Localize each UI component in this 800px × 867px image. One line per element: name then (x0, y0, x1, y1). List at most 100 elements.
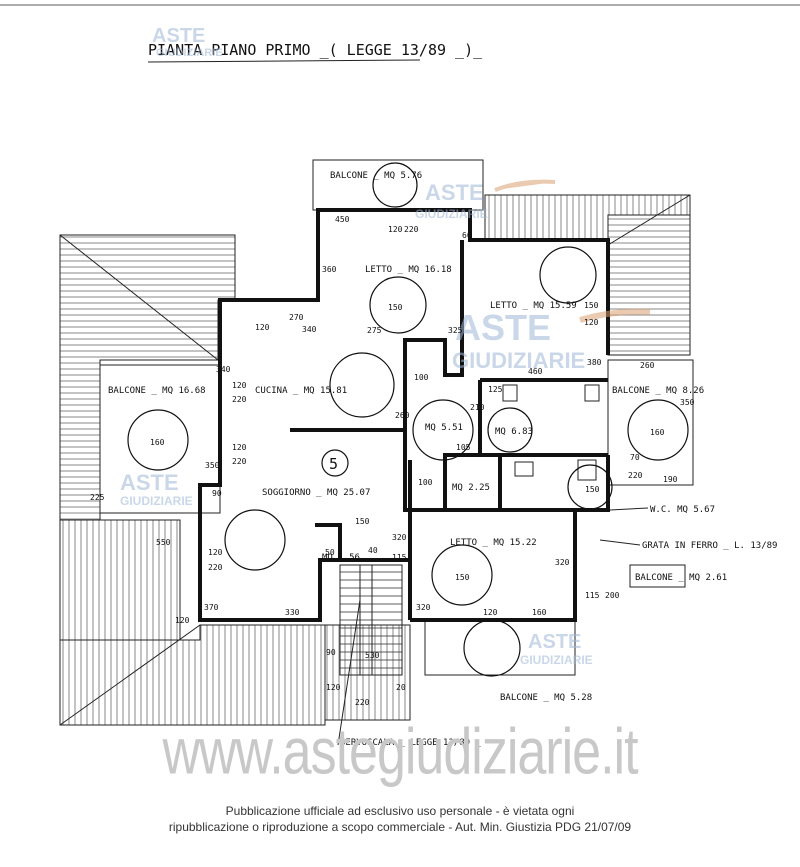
bath-fixture (584, 384, 600, 402)
svg-text:380: 380 (587, 358, 602, 367)
svg-text:GIUDIZIARIE: GIUDIZIARIE (520, 653, 593, 667)
svg-text:90: 90 (326, 648, 336, 657)
svg-text:120: 120 (388, 225, 403, 234)
svg-text:225: 225 (90, 493, 105, 502)
svg-text:340: 340 (216, 365, 231, 374)
room-label-wc: W.C. MQ 5.67 (650, 505, 715, 515)
watermark-logo: ASTE GIUDIZIARIE ASTE GIUDIZIARIE ASTE G… (120, 25, 651, 667)
svg-text:360: 360 (322, 265, 337, 274)
room-label-balcone-bottom: BALCONE _ MQ 5.28 (500, 693, 592, 703)
svg-text:275: 275 (367, 326, 382, 335)
svg-text:260: 260 (640, 361, 655, 370)
svg-text:120: 120 (255, 323, 270, 332)
svg-text:90: 90 (212, 489, 222, 498)
room-label-balcone-right: BALCONE _ MQ 8.26 (612, 386, 704, 396)
svg-text:210: 210 (470, 403, 485, 412)
unit-number-circle (321, 449, 349, 477)
svg-text:120: 120 (232, 443, 247, 452)
svg-text:160: 160 (532, 608, 547, 617)
svg-text:ASTE: ASTE (120, 470, 179, 495)
svg-text:450: 450 (335, 215, 350, 224)
toilet-fixture (502, 384, 518, 402)
svg-text:GIUDIZIARIE: GIUDIZIARIE (156, 47, 223, 59)
turning-circles (127, 162, 689, 677)
dimension-labels: 450 120 220 60 360 275 325 270 120 340 1… (90, 215, 695, 707)
svg-text:320: 320 (555, 558, 570, 567)
svg-text:350: 350 (205, 461, 220, 470)
svg-text:550: 550 (156, 538, 171, 547)
svg-text:ASTE: ASTE (455, 307, 551, 348)
svg-text:260: 260 (395, 411, 410, 420)
svg-text:ASTE: ASTE (152, 25, 205, 47)
circle-diameter-label: 160 (650, 428, 665, 437)
svg-text:220: 220 (628, 471, 643, 480)
svg-text:320: 320 (416, 603, 431, 612)
room-label-disimpegno: MQ 5.51 (425, 423, 463, 433)
room-label-vano: MQ 1.56 (322, 553, 360, 563)
svg-text:120: 120 (175, 616, 190, 625)
room-label-letto-3: LETTO _ MQ 15.22 (450, 538, 537, 548)
svg-text:220: 220 (404, 225, 419, 234)
svg-text:50: 50 (325, 548, 335, 557)
svg-text:320: 320 (392, 533, 407, 542)
room-label-soggiorno: SOGGIORNO _ MQ 25.07 (262, 488, 370, 498)
svg-text:100: 100 (414, 373, 429, 382)
footer-line-1: Pubblicazione ufficiale ad esclusivo uso… (225, 804, 575, 818)
room-label-cucina: CUCINA _ MQ 15.81 (255, 386, 347, 396)
svg-text:530: 530 (365, 651, 380, 660)
svg-text:190: 190 (663, 475, 678, 484)
legal-footer: Pubblicazione ufficiale ad esclusivo uso… (0, 803, 800, 835)
roof-left (59, 234, 326, 726)
circle-diameter-label: 150 (585, 485, 600, 494)
room-label-letto-1: LETTO _ MQ 16.18 (365, 265, 452, 275)
svg-text:120: 120 (483, 608, 498, 617)
room-label-balcone-small: BALCONE _ MQ 2.61 (635, 573, 727, 583)
circle-diameter-label: 160 (150, 438, 165, 447)
svg-text:70: 70 (630, 453, 640, 462)
svg-text:120: 120 (232, 381, 247, 390)
svg-text:270: 270 (289, 313, 304, 322)
svg-text:GIUDIZIARIE: GIUDIZIARIE (120, 494, 193, 508)
svg-text:220: 220 (232, 457, 247, 466)
svg-text:460: 460 (528, 367, 543, 376)
walls (198, 208, 610, 622)
unit-number: 5 (329, 455, 338, 473)
svg-text:120: 120 (584, 318, 599, 327)
svg-text:330: 330 (285, 608, 300, 617)
shower-fixture (577, 459, 597, 481)
svg-text:ASTE: ASTE (425, 180, 484, 205)
svg-text:200: 200 (605, 591, 620, 600)
balcone-right-outline (607, 359, 694, 486)
svg-text:325: 325 (448, 326, 463, 335)
label-servoscala: SERVOSCALA _ LEGGE 13/89 _ (340, 738, 481, 748)
svg-text:350: 350 (680, 398, 695, 407)
svg-text:220: 220 (208, 563, 223, 572)
svg-text:125: 125 (488, 385, 503, 394)
circle-diameter-label: 150 (388, 303, 403, 312)
sink-fixture (514, 461, 534, 477)
svg-text:370: 370 (204, 603, 219, 612)
svg-text:GIUDIZIARIE: GIUDIZIARIE (415, 207, 488, 221)
svg-text:150: 150 (355, 517, 370, 526)
site-watermark: www.astegiudiziarie.it (162, 715, 638, 789)
room-label-ripostiglio: MQ 2.25 (452, 483, 490, 493)
room-label-balcone-top: BALCONE _ MQ 5.76 (330, 171, 422, 181)
svg-text:220: 220 (232, 395, 247, 404)
svg-text:120: 120 (208, 548, 223, 557)
balcone-small-outline (629, 564, 686, 588)
label-grata: GRATA IN FERRO _ L. 13/89 (642, 541, 777, 551)
plan-title: PIANTA PIANO PRIMO _( LEGGE 13/89 _)_ (148, 41, 483, 59)
svg-text:ASTE: ASTE (528, 631, 581, 653)
svg-text:120: 120 (326, 683, 341, 692)
room-label-letto-2: LETTO _ MQ 15.59 (490, 301, 577, 311)
svg-text:60: 60 (462, 231, 472, 240)
svg-text:340: 340 (302, 325, 317, 334)
footer-line-2: ripubblicazione o riproduzione a scopo c… (168, 820, 632, 834)
room-label-balcone-left: BALCONE _ MQ 16.68 (108, 386, 206, 396)
svg-text:115: 115 (392, 553, 407, 562)
room-label-bagno: MQ 6.83 (495, 427, 533, 437)
svg-text:105: 105 (456, 443, 471, 452)
svg-text:100: 100 (418, 478, 433, 487)
circle-diameter-label: 150 (455, 573, 470, 582)
